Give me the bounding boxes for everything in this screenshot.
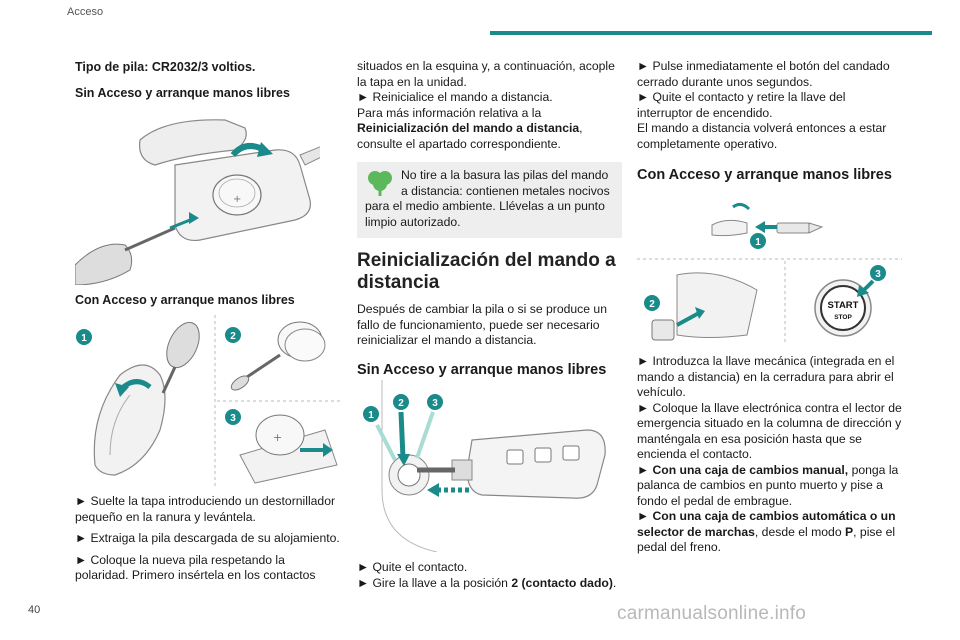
header-accent-bar: [490, 31, 932, 35]
column-3: ► Pulse inmediatamente el botón del cand…: [637, 59, 902, 184]
step-place-electronic-key: ► Coloque la llave electrónica contra el…: [637, 400, 902, 462]
reinit-subheading-without-keyless: Sin Acceso y arranque manos libres: [357, 361, 607, 378]
column-2: situados en la esquina y, a continuación…: [357, 59, 622, 379]
step-insert-battery: ► Coloque la nueva pila respetando la po…: [75, 552, 316, 583]
keyless-steps: ► Introduzca la llave mecánica (integrad…: [637, 354, 902, 556]
figure3-label-3: 3: [432, 398, 438, 409]
figure3-label-1: 1: [368, 410, 374, 421]
step-automatic-gearbox: ► Con una caja de cambios automática o u…: [637, 509, 896, 554]
battery-type: Tipo de pila: CR2032/3 voltios.: [75, 60, 256, 74]
subheading-without-keyless: Sin Acceso y arranque manos libres: [75, 86, 290, 100]
step-manual-gearbox: ► Con una caja de cambios manual, ponga …: [637, 462, 899, 508]
column-1: Tipo de pila: CR2032/3 voltios. Sin Acce…: [75, 59, 340, 101]
reinit-intro: Después de cambiar la pila o si se produ…: [357, 302, 607, 347]
figure-battery-without-keyless: +: [75, 119, 320, 285]
environment-note: No tire a la basura las pilas del mando …: [357, 162, 622, 238]
stop-button-label: STOP: [834, 314, 852, 321]
subheading-with-keyless: Con Acceso y arranque manos libres: [75, 293, 295, 307]
figure-keyless-reinit: 1 2 START STOP 3: [637, 202, 902, 345]
figure2-label-2: 2: [230, 331, 236, 342]
watermark: carmanualsonline.info: [617, 603, 807, 624]
step-insert-mechanical-key: ► Introduzca la llave mecánica (integrad…: [637, 354, 895, 399]
start-button-label: START: [828, 300, 859, 311]
battery-steps: ► Suelte la tapa introduciendo un destor…: [75, 494, 340, 590]
step-remove-key: ► Quite el contacto y retire la llave de…: [637, 90, 846, 120]
leaf-icon: [368, 171, 392, 196]
svg-text:+: +: [273, 431, 282, 444]
figure3-label-2: 2: [398, 398, 404, 409]
figure4-label-2: 2: [649, 299, 655, 310]
more-info: Para más información relativa a la Reini…: [357, 105, 583, 151]
figure2-label-3: 3: [230, 413, 236, 424]
step-ignition-off: ► Quite el contacto.: [357, 560, 468, 574]
reinit-steps: ► Quite el contacto. ► Gire la llave a l…: [357, 560, 622, 591]
figure-key-ignition: 1 2 3: [363, 380, 606, 552]
svg-text:+: +: [233, 194, 241, 205]
operational-note: El mando a distancia volverá entonces a …: [637, 121, 887, 151]
page-number: 40: [28, 604, 41, 616]
subheading-with-keyless-reinit: Con Acceso y arranque manos libres: [637, 167, 892, 183]
section-header: Acceso: [67, 6, 104, 18]
reinit-heading: Reinicialización del mando a distancia: [357, 250, 616, 293]
figure4-label-1: 1: [755, 237, 761, 248]
step-turn-key: ► Gire la llave a la posición 2 (contact…: [357, 575, 617, 590]
step-remove-battery: ► Extraiga la pila descargada de su aloj…: [75, 531, 340, 545]
step-press-lock: ► Pulse inmediatamente el botón del cand…: [637, 59, 890, 89]
battery-continued: situados en la esquina y, a continuación…: [357, 59, 615, 89]
note-text: No tire a la basura las pilas del mando …: [365, 168, 610, 229]
step-release-cover: ► Suelte la tapa introduciendo un destor…: [75, 494, 336, 524]
figure-battery-with-keyless: 1 2 3 +: [76, 315, 340, 487]
figure2-label-1: 1: [81, 333, 87, 344]
step-reinitialize: ► Reinicialice el mando a distancia.: [357, 90, 553, 104]
figure4-label-3: 3: [875, 269, 881, 280]
